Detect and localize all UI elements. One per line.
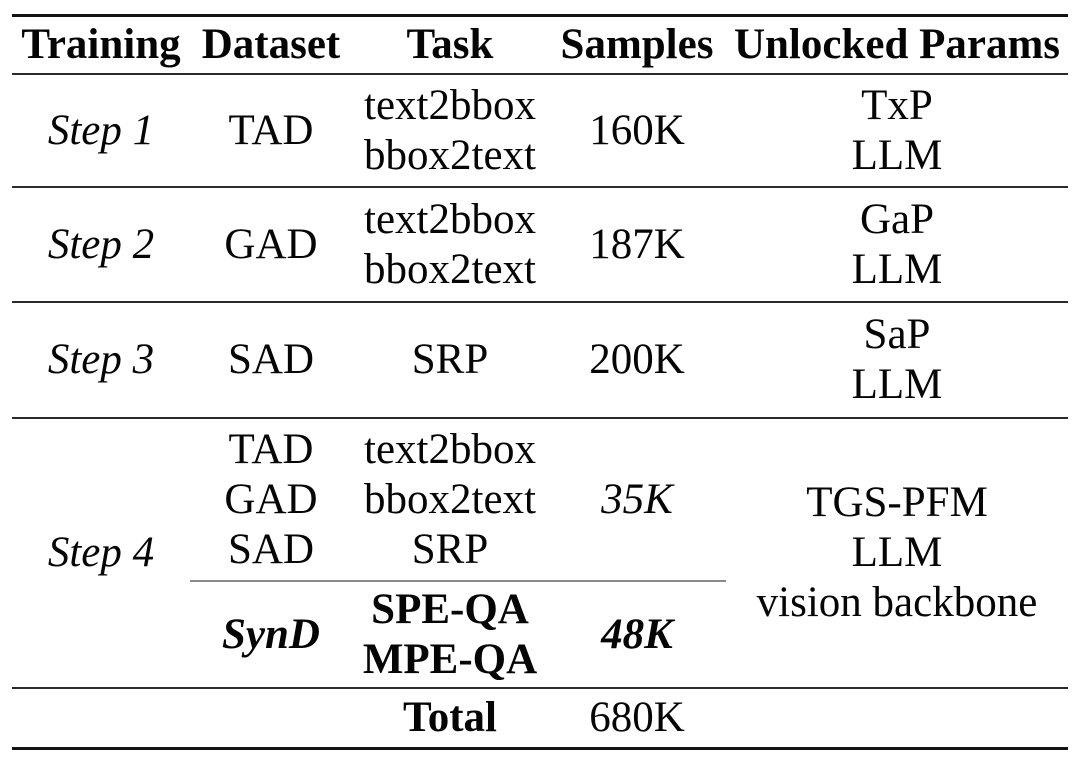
task-line: MPE-QA [362, 635, 538, 683]
step4b-samples-cell: 48K [601, 610, 673, 658]
step4-subrow-2: SynD SPE-QA MPE-QA 48K [190, 582, 726, 687]
step4-training-cell: Step 4 [47, 529, 155, 576]
table-header-row: Training Dataset Task Samples Unlocked P… [12, 14, 1068, 75]
params-line: TGS-PFM [806, 479, 988, 526]
step4a-dataset-cell: TAD GAD SAD [190, 419, 352, 580]
step2-dataset-cell: GAD [190, 188, 352, 301]
task-line: bbox2text [364, 131, 536, 179]
step3-training-cell: Step 3 [47, 336, 155, 383]
dataset-line: TAD [228, 425, 314, 473]
task-line: SPE-QA [371, 585, 529, 633]
dataset-line: SAD [227, 336, 315, 383]
total-empty-dataset [190, 689, 352, 747]
dataset-line: SAD [227, 525, 315, 573]
step2-task-cell: text2bbox bbox2text [352, 188, 548, 301]
step4b-dataset-cell: SynD [190, 582, 352, 687]
table-row-step4: Step 4 TAD GAD SAD text2bbox bbox2text S… [12, 419, 1068, 689]
step3-dataset-cell: SAD [190, 303, 352, 417]
dataset-line: SynD [222, 610, 320, 658]
total-empty-params [726, 689, 1068, 747]
step1-training-cell: Step 1 [47, 106, 155, 154]
training-steps-table: Training Dataset Task Samples Unlocked P… [12, 14, 1068, 750]
params-line: LLM [851, 245, 943, 293]
step4-subrow-1: TAD GAD SAD text2bbox bbox2text SRP 35K [190, 419, 726, 582]
task-line: text2bbox [364, 425, 536, 473]
step4a-samples-cell: 35K [601, 475, 673, 523]
col-header-samples: Samples [560, 21, 714, 68]
params-line: GaP [859, 195, 935, 243]
dataset-line: TAD [228, 106, 314, 154]
total-samples-cell: 680K [589, 694, 685, 741]
col-header-task: Task [406, 21, 494, 68]
step2-params-cell: GaP LLM [726, 188, 1068, 301]
params-line: SaP [863, 311, 931, 358]
col-header-unlocked-params: Unlocked Params [733, 21, 1061, 68]
task-line: text2bbox [364, 81, 536, 129]
step3-params-cell: SaP LLM [726, 303, 1068, 417]
total-empty-training [12, 689, 190, 747]
params-line: TxP [861, 81, 933, 129]
params-line: vision backbone [756, 579, 1038, 626]
dataset-line: GAD [224, 475, 318, 523]
task-line: SRP [411, 525, 489, 573]
step4-params-cell: TGS-PFM LLM vision backbone [726, 419, 1068, 687]
step1-dataset-cell: TAD [190, 75, 352, 186]
task-line: bbox2text [364, 475, 536, 523]
step4b-task-cell: SPE-QA MPE-QA [352, 582, 548, 687]
total-label-cell: Total [403, 694, 497, 741]
col-header-training: Training [21, 21, 181, 68]
table-row-step3: Step 3 SAD SRP 200K SaP LLM [12, 303, 1068, 419]
dataset-line: GAD [224, 220, 318, 268]
table-row-step1: Step 1 TAD text2bbox bbox2text 160K TxP … [12, 75, 1068, 188]
col-header-dataset: Dataset [201, 21, 341, 68]
params-line: LLM [851, 529, 943, 576]
params-line: LLM [851, 131, 943, 179]
step4a-task-cell: text2bbox bbox2text SRP [352, 419, 548, 580]
step2-training-cell: Step 2 [47, 220, 155, 268]
step1-params-cell: TxP LLM [726, 75, 1068, 186]
step1-task-cell: text2bbox bbox2text [352, 75, 548, 186]
step3-samples-cell: 200K [589, 336, 685, 383]
task-line: bbox2text [364, 245, 536, 293]
params-line: LLM [851, 361, 943, 408]
step4-subrows: TAD GAD SAD text2bbox bbox2text SRP 35K … [190, 419, 726, 687]
step2-samples-cell: 187K [589, 220, 685, 268]
step3-task-cell: SRP [352, 303, 548, 417]
step1-samples-cell: 160K [589, 106, 685, 154]
task-line: SRP [411, 336, 489, 383]
table-row-step2: Step 2 GAD text2bbox bbox2text 187K GaP … [12, 188, 1068, 303]
table-row-total: Total 680K [12, 689, 1068, 750]
task-line: text2bbox [364, 195, 536, 243]
